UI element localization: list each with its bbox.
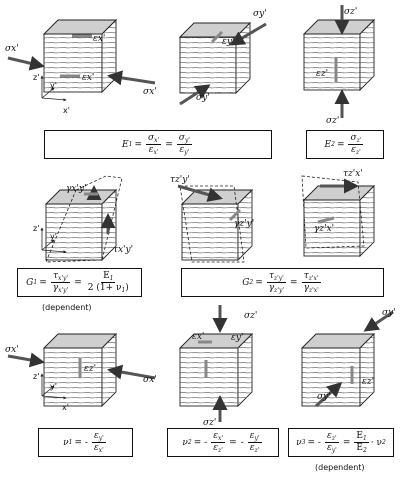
r1c2-stress-bottom-label: σy' [196,93,210,103]
r3c2-stress-bottom-label: σz' [203,418,217,428]
r2-axis-z-label: z' [33,224,40,233]
r1c1-strain-mid-label: εx' [82,73,95,83]
r3c2-strain-a-label: εx' [192,332,205,342]
cube-r1c1-front-face [43,33,103,93]
cube-r1c2 [178,21,252,95]
r3-axis-z-label: z' [33,372,40,381]
r2c1-gamma-label: γx'y' [66,184,87,194]
arrow-r1c2-bottom [179,84,211,106]
nu3-dependent-note: (dependent) [315,463,365,472]
r3c1-stress-left-label: σx' [5,345,19,355]
g1-dependent-note: (dependent) [42,303,92,312]
r3c3-strain-label: εz' [362,377,375,387]
r3-axis-y-label: y' [50,382,57,391]
r2c2-tau-label: τz'y' [170,175,190,185]
cube-r1c3-front-face [303,33,361,91]
axes-r1-y [41,87,55,99]
strain-r2c3 [317,216,335,224]
axes-r3-y [41,385,55,397]
r2c2-gamma-label: γz'y' [234,219,255,229]
axes-r2-y [41,239,55,251]
cube-r3c2-side-grain [238,334,252,406]
r3-axis-x-label: x' [62,403,69,412]
r1-axis-y-label: y' [50,81,57,90]
r3c1-stress-right-label: σx' [143,375,157,385]
r1c2-strain-top-label: εy' [222,37,235,47]
r1c1-strain-top-label: εx' [93,34,106,44]
axes-r2-x [41,249,67,254]
r3c1-strain-label: εz' [84,364,97,374]
r2c1-tau-label: τx'y' [113,245,134,255]
r2-axis-y-label: y' [50,232,57,241]
cube-r2c3-front-face [303,199,361,257]
cube-r3c3-side-grain [360,334,374,406]
axes-r2 [40,227,67,254]
r3c3-stress-bottom-label: σy' [317,392,331,402]
r1c2-stress-top-label: σy' [253,9,267,19]
axes-r3 [40,373,67,400]
arrow-r3c3-bottom [314,381,343,408]
cube-r2c1-front-face [45,203,103,261]
arrow-r3c3-top [363,310,394,332]
r3c2-stress-top-label: σz' [244,311,258,321]
axes-r1-x [41,97,67,102]
strain-r1c2-top [210,30,224,44]
arrow-r1c1-right [107,70,156,86]
cube-r3c3 [300,332,376,408]
r1c3-stress-bottom-label: σz' [326,116,340,126]
arrow-r3c1-right [107,364,156,380]
axes-r3-x [41,395,67,400]
cube-r2c2-deformed-outline [179,185,245,263]
r2c3-gamma-label: γz'x' [314,224,335,234]
cube-r2c3 [301,175,376,258]
r3c2-strain-b-label: εy' [231,333,244,343]
cube-r3c2 [178,332,254,408]
r3c3-stress-top-label: σy' [382,308,396,318]
arrow-r1c1-left [7,55,45,71]
cube-r2c3-deformed-outline [301,175,365,249]
r1c3-stress-top-label: σz' [344,7,358,17]
r1-axis-x-label: x' [63,106,70,115]
r2c3-tau-label: τz'x' [343,169,363,179]
cube-r1c3 [302,18,376,92]
cube-r3c2-front-face [179,347,239,407]
r1c1-stress-left-label: σx' [5,44,19,54]
r1c1-stress-right-label: σx' [143,87,157,97]
r1c3-strain-label: εz' [316,69,329,79]
arrow-r3c1-left [7,352,45,368]
arrow-layer [7,5,394,422]
strain-r2c2 [228,208,242,222]
axes-r1 [40,75,67,102]
cube-r3c1-front-face [43,347,103,407]
r1-axis-z-label: z' [33,73,40,82]
cube-r1c3-side-grain [360,20,374,90]
arrow-r2c2-tau [177,184,223,202]
cube-r2c2-front-face [181,203,239,261]
cube-r2c3-side-grain [360,186,374,256]
arrow-r1c2-top [229,22,267,46]
